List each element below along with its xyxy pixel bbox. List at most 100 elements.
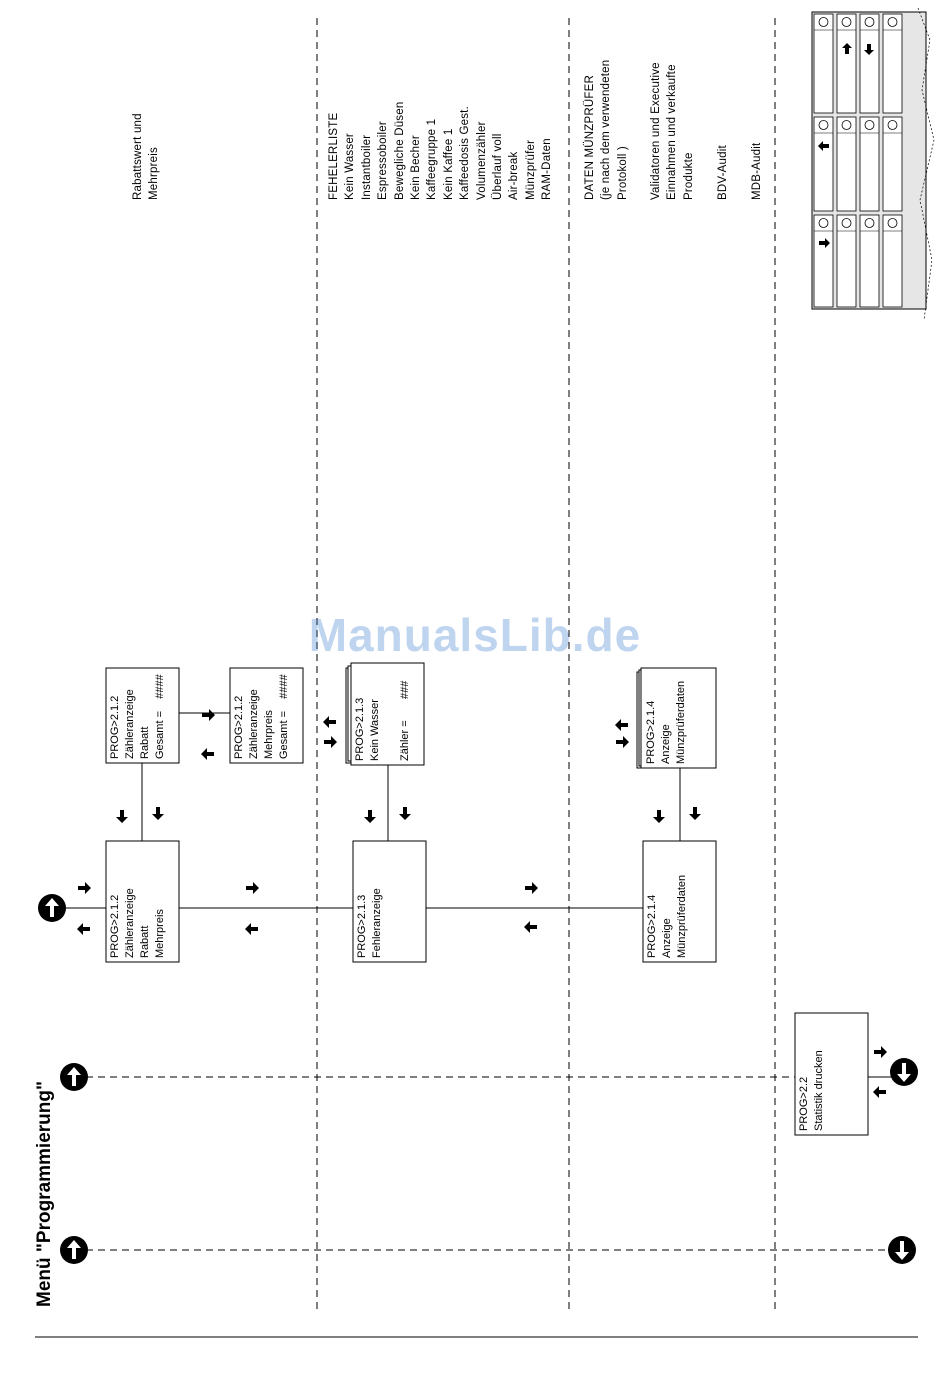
box-line: PROG>2.1.3 [356,894,368,958]
note-mdb: MDB-Audit [749,143,765,200]
led-icon [841,120,852,130]
box-line: Mehrpreis [154,909,166,958]
note-line: DATEN MÜNZPRÜFER [584,74,596,200]
box-line: PROG>2.1.2 [109,894,121,958]
screen-counter-mehrpreis [229,667,304,764]
note-line: Air-break [508,151,521,200]
led-icon [841,17,852,27]
led-icon [818,120,829,130]
box-line: Anzeige [660,724,672,764]
note-line: FEHELERLISTE [328,112,340,200]
box-line: PROG>2.1.4 [645,700,657,764]
note-error-list: FEHELERLISTE Kein Wasser Instantboiler E… [326,102,556,200]
screen-print-stats [794,1012,869,1136]
note-line: Kaffeegruppe 1 [426,118,439,200]
arrow-left-icon [323,716,336,728]
keypad-button [859,13,880,114]
note-line: Validatoren und Executive [650,62,662,200]
led-icon [887,120,898,130]
box-line: Gesamt = #### [154,674,166,759]
keypad-button [813,116,834,212]
box-text-print-stats: PROG>2.2 Statistik drucken [797,1050,827,1131]
arrow-left-icon [201,748,214,760]
box-text-coin-main: PROG>2.1.4 Anzeige Münzprüferdaten [645,875,690,958]
box-line: Zähler = ### [399,680,411,761]
screen-counter-main [105,840,180,963]
note-line: Einnahmen und verkaufte [666,64,679,200]
nav-up-icon [38,894,66,922]
note-line: Instantboiler [360,134,373,200]
box-text-coin-detail: PROG>2.1.4 Anzeige Münzprüferdaten [644,681,689,764]
arrow-down-icon [399,807,411,820]
screen-coin-main [642,840,717,963]
nav-up-icon [60,1063,88,1091]
watermark: ManualsLib.de [308,609,642,661]
note-line: Kein Kaffee 1 [442,128,455,200]
arrow-left-icon [77,923,90,935]
arrow-down-icon [364,810,376,823]
led-icon [864,17,875,27]
arrow-right-icon [324,736,337,748]
note-line: Volumenzähler [475,121,488,200]
note-line: MDB-Audit [751,142,763,200]
note-line: Münzprüfer [524,139,537,200]
arrow-right-icon [202,709,215,721]
keypad-panel [811,7,935,321]
note-line: Überlauf voll [492,133,505,200]
led-icon [864,120,875,130]
box-text-error-main: PROG>2.1.3 Fehleranzeige [355,888,385,958]
note-line: BDV-Audit [717,145,729,200]
led-icon [818,17,829,27]
box-text-counter-main: PROG>2.1.2 Zähleranzeige Rabatt Mehrprei… [108,888,168,958]
nav-up-icon [60,1236,88,1264]
box-line: Rabatt [139,925,151,958]
page-title: Menü "Programmierung" [34,1081,55,1307]
box-line: PROG>2.1.2 [233,695,245,759]
box-line: Anzeige [661,918,673,958]
box-text-counter-mehrpreis: PROG>2.1.2 Zähleranzeige Mehrpreis Gesam… [232,674,292,759]
box-line [383,681,398,761]
box-text-error-detail: PROG>2.1.3 Kein Wasser Zähler = ### [353,681,413,761]
box-line: Kein Wasser [369,699,381,761]
arrow-down-icon [653,810,665,823]
arrow-left-icon [818,141,829,151]
box-line: PROG>2.1.4 [646,894,658,958]
note-line: RAM-Daten [541,138,554,200]
box-line: Mehrpreis [263,710,275,759]
screen-error-main [352,840,427,963]
keypad-button [836,13,857,114]
box-line: Zähleranzeige [124,689,136,759]
arrow-left-icon [615,719,628,731]
box-line: PROG>2.2 [798,1076,810,1131]
box-line: Rabatt [139,726,151,759]
note-line: Rabattswert und [132,113,144,200]
note-coin-data: DATEN MÜNZPRÜFER (je nach dem verwendete… [582,60,631,200]
screen-counter-rabatt [105,667,180,764]
nav-down-icon [890,1058,918,1086]
keypad-button [813,214,834,308]
arrow-left-icon [873,1086,886,1098]
arrow-right-icon [525,882,538,894]
box-line: PROG>2.1.3 [354,697,366,761]
note-line: Kaffeedosis Gest. [459,106,472,200]
arrow-down-icon [152,807,164,820]
box-line: Münzprüferdaten [676,874,688,958]
note-line: Kein Wasser [344,133,357,200]
box-line: Fehleranzeige [371,888,383,958]
led-icon [841,218,852,228]
note-line: Kein Becher [410,135,423,200]
led-icon [887,17,898,27]
note-sales: Validatoren und Executive Einnahmen und … [648,62,697,200]
keypad-button [836,116,857,212]
led-icon [887,218,898,228]
arrow-right-icon [819,238,830,248]
arrow-right-icon [246,882,259,894]
box-line: Statistik drucken [813,1050,825,1131]
screen-coin-detail [640,667,717,769]
arrow-down-icon [689,807,701,820]
arrow-down-icon [116,810,128,823]
box-line: Münzprüferdaten [675,680,687,764]
note-line: Bewegliche Düsen [393,101,406,200]
note-discount: Rabattswert und Mehrpreis [130,113,163,200]
